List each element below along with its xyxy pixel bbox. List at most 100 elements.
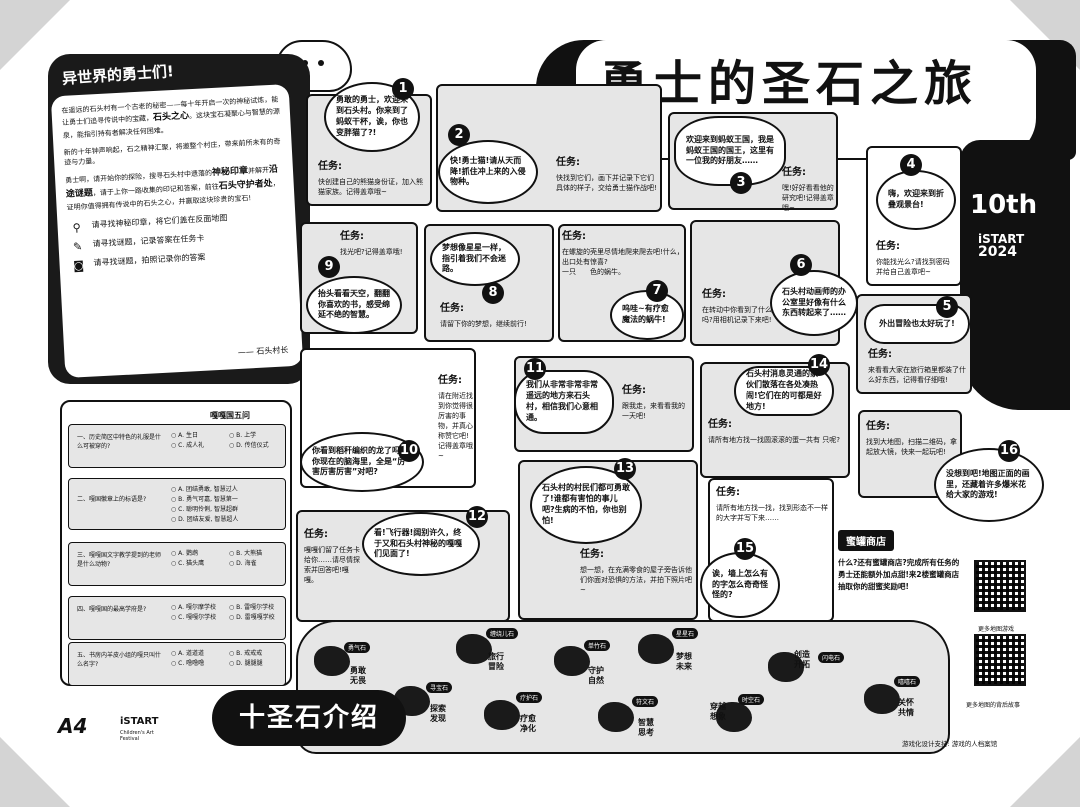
stone-name: 关怀 共情 xyxy=(898,698,914,717)
stone-tag: 闪电石 xyxy=(818,652,845,663)
quiz-option[interactable]: ○ D. 腿腿腿 xyxy=(229,660,263,667)
station-task-8: 任务:请留下你的梦想，继续前行! xyxy=(440,303,527,328)
quiz-option[interactable]: ○ C. 聪明伶俐, 智慧超群 xyxy=(171,506,238,513)
quiz-title: 嘎嘎国五问 xyxy=(210,411,250,420)
letter-signature: —— 石头村长 xyxy=(237,344,289,357)
quiz-option[interactable]: ○ A. 团结勇敢, 智慧过人 xyxy=(171,486,238,493)
station-bubble-2: 快!勇士猫!请从天而降!抓住冲上来的入侵物种。 xyxy=(438,140,538,204)
shop-tag: 蜜罐商店 xyxy=(838,530,894,551)
station-task-7: 任务:在螺旋的壳里尽情地爬来爬去吧!什么，出口处有惊喜?一只 色的蜗牛。 xyxy=(562,231,684,276)
quiz-question-1: 一、历史简区中特色的礼服是什么可被穿的? ○ A. 生日 ○ B. 上学 ○ C… xyxy=(68,424,286,468)
station-bubble-11: 我们从非常非常非常遥远的地方来石头村，相信我们心意相通。 xyxy=(514,370,614,434)
quiz-option[interactable]: ○ D. 传信仪式 xyxy=(229,442,269,449)
station-number-12: 12 xyxy=(466,506,488,528)
istart-logo: iSTART xyxy=(120,716,159,727)
stone-icon xyxy=(484,700,520,730)
quiz-option[interactable]: ○ C. 嘎嘎尔学校 xyxy=(171,614,217,621)
station-number-9: 9 xyxy=(318,256,340,278)
station-bubble-6: 石头村动画师的办公室里好像有什么东西转起来了…… xyxy=(770,270,858,336)
quiz-question-5: 五、书房内羊皮小组的嘎只叫什么名字? ○ A. 道道道 ○ B. 戒戒戒 ○ C… xyxy=(68,642,286,686)
stone-tag: 嘻嘻石 xyxy=(894,676,921,687)
station-number-1: 1 xyxy=(392,78,414,100)
qr-caption-1: 更多地图游戏 xyxy=(978,626,1015,633)
stone-icon xyxy=(554,646,590,676)
corner-decoration xyxy=(0,737,70,807)
station-task-16: 任务:找到大地图，扫描二维码，拿起放大镜，快来一起玩吧! xyxy=(866,421,957,456)
station-number-3: 3 xyxy=(730,172,752,194)
quiz-option[interactable]: ○ C. 成人礼 xyxy=(171,442,205,449)
quiz-option[interactable]: ○ B. 大熊猫 xyxy=(229,550,263,557)
shop-text: 什么?还有蜜罐商店?完成所有任务的勇士还能额外加点甜!来2楼蜜罐商店抽取你的甜蜜… xyxy=(838,558,960,591)
stone-name: 疗愈 净化 xyxy=(520,714,536,733)
station-number-14: 14 xyxy=(808,354,830,376)
stone-name: 探索 发现 xyxy=(430,704,446,723)
station-number-2: 2 xyxy=(448,124,470,146)
quiz-option[interactable]: ○ D. 雷嘎嘎学校 xyxy=(229,614,275,621)
quiz-option[interactable]: ○ C. 噜噜噜 xyxy=(171,660,205,667)
snail-fill-blank[interactable]: 一只 色的蜗牛。 xyxy=(562,267,625,276)
station-bubble-4: 嗨，欢迎来到折叠观景台! xyxy=(876,170,956,230)
stone-name: 勇敢 无畏 xyxy=(350,666,366,685)
quiz-question-2: 二、嘎国徽章上的标语是? ○ A. 团结勇敢, 智慧过人 ○ B. 勇气可嘉, … xyxy=(68,478,286,530)
istart-logo-subtitle: Children's Art Festival xyxy=(120,730,154,742)
letter-body: 在遥远的石头村有一个古老的秘密——每十年开启一次的神秘试炼，能让勇士们追寻传说中… xyxy=(50,83,304,379)
station-task-14: 任务:请所有地方找一找圆滚滚的蛋一共有 只呢? xyxy=(708,419,840,444)
quiz-option[interactable]: ○ C. 猫头鹰 xyxy=(171,560,205,567)
stone-name: 智慧 思考 xyxy=(638,718,654,737)
station-task-6: 任务:在转动中你看到了什么吗?用相机记录下来吧! xyxy=(702,289,772,324)
stones-section-title: 十圣石介绍 xyxy=(212,690,406,746)
station-task-15: 任务:请所有地方找一找，找到形态不一样的大字并写下来…… xyxy=(716,487,828,522)
station-number-6: 6 xyxy=(790,254,812,276)
qr-caption-2: 更多地图的背后故事 xyxy=(966,702,1021,709)
stone-icon xyxy=(598,702,634,732)
quiz-option[interactable]: ○ B. 勇气可嘉, 智慧第一 xyxy=(171,496,238,503)
quiz-option[interactable]: ○ A. 嘎尔摩学校 xyxy=(171,604,216,611)
station-bubble-15: 诶，墙上怎么有的字怎么奇奇怪怪的? xyxy=(700,552,780,618)
station-bubble-3: 欢迎来到蚂蚁王国，我是蚂蚁王国的国王，这里有一位我的好朋友…… xyxy=(674,116,786,186)
instruction-list: ⚲请寻找神秘印章，将它们盖在反面地图 ✎请寻找谜题，记录答案在任务卡 ◙请寻找谜… xyxy=(67,208,287,272)
station-number-7: 7 xyxy=(646,280,668,302)
quiz-question-4: 四、嘎嘎国的最高学府是? ○ A. 嘎尔摩学校 ○ B. 雷嘎尔学校 ○ C. … xyxy=(68,596,286,640)
stone-name: 守护 自然 xyxy=(588,666,604,685)
stone-tag: 缠绕儿石 xyxy=(486,628,519,639)
stone-name: 创造 开拓 xyxy=(794,650,810,669)
stone-icon xyxy=(456,634,492,664)
quiz-option[interactable]: ○ B. 戒戒戒 xyxy=(229,650,263,657)
village-letter: 异世界的勇士们! 在遥远的石头村有一个古老的秘密——每十年开启一次的神秘试炼，能… xyxy=(48,54,310,384)
quiz-option[interactable]: ○ D. 团结友爱, 智慧超人 xyxy=(171,516,239,523)
stone-tag: 单竹石 xyxy=(584,640,611,651)
station-number-8: 8 xyxy=(482,282,504,304)
station-number-10: 10 xyxy=(398,440,420,462)
stone-icon xyxy=(716,702,752,732)
station-number-16: 16 xyxy=(998,440,1020,462)
qr-code-icon[interactable] xyxy=(974,634,1026,686)
station-number-11: 11 xyxy=(524,358,546,380)
station-task-5: 任务:来看看大家在旅行箱里都装了什么好东西，记得看仔细哦! xyxy=(868,349,966,384)
quiz-option[interactable]: ○ B. 雷嘎尔学校 xyxy=(229,604,275,611)
a4-logo: A4 xyxy=(58,714,88,738)
honey-shop: 蜜罐商店 什么?还有蜜罐商店?完成所有任务的勇士还能额外加点甜!来2楼蜜罐商店抽… xyxy=(838,530,962,640)
egg-count-blank[interactable]: 只呢? xyxy=(822,435,840,444)
quiz-option[interactable]: ○ D. 海雀 xyxy=(229,560,257,567)
stone-tag: 疗护石 xyxy=(516,692,543,703)
station-number-15: 15 xyxy=(734,538,756,560)
stone-icon xyxy=(638,634,674,664)
station-task-10: 任务:请在附近找到你觉得很厉害的事物，并真心称赞它吧!记得盖章哦~ xyxy=(438,375,473,461)
station-number-5: 5 xyxy=(936,296,958,318)
station-task-3: 任务:嘿!好好看看他的研究吧!记得盖章哦~ xyxy=(782,167,834,212)
qr-code-icon[interactable] xyxy=(974,560,1026,612)
station-bubble-12: 看!飞行器!阔别许久，终于又和石头村神秘的嘎嘎们见面了! xyxy=(362,512,480,576)
stone-icon xyxy=(768,652,804,682)
quiz-option[interactable]: ○ B. 上学 xyxy=(229,432,257,439)
quiz-option[interactable]: ○ A. 生日 xyxy=(171,432,198,439)
letter-paragraph-1: 在遥远的石头村有一个古老的秘密——每十年开启一次的神秘试炼，能让勇士们追寻传说中… xyxy=(61,95,281,140)
quiz-option[interactable]: ○ A. 鹦鹉 xyxy=(171,550,198,557)
stone-tag: 符文石 xyxy=(632,696,659,707)
quiz-question-3: 三、嘎嘎国文字教学提到的老师是什么动物? ○ A. 鹦鹉 ○ B. 大熊猫 ○ … xyxy=(68,542,286,586)
stone-tag: 时空石 xyxy=(738,694,765,705)
stone-name: 旅行 冒险 xyxy=(488,652,504,671)
quiz-option[interactable]: ○ A. 道道道 xyxy=(171,650,204,657)
station-bubble-8: 梦想像星星一样，指引着我们不会迷路。 xyxy=(430,232,520,286)
station-bubble-16: 没想到吧!地图正面的画里，还藏着许多爆米花给大家的游戏! xyxy=(934,448,1044,522)
letter-heading: 异世界的勇士们! xyxy=(61,62,175,88)
